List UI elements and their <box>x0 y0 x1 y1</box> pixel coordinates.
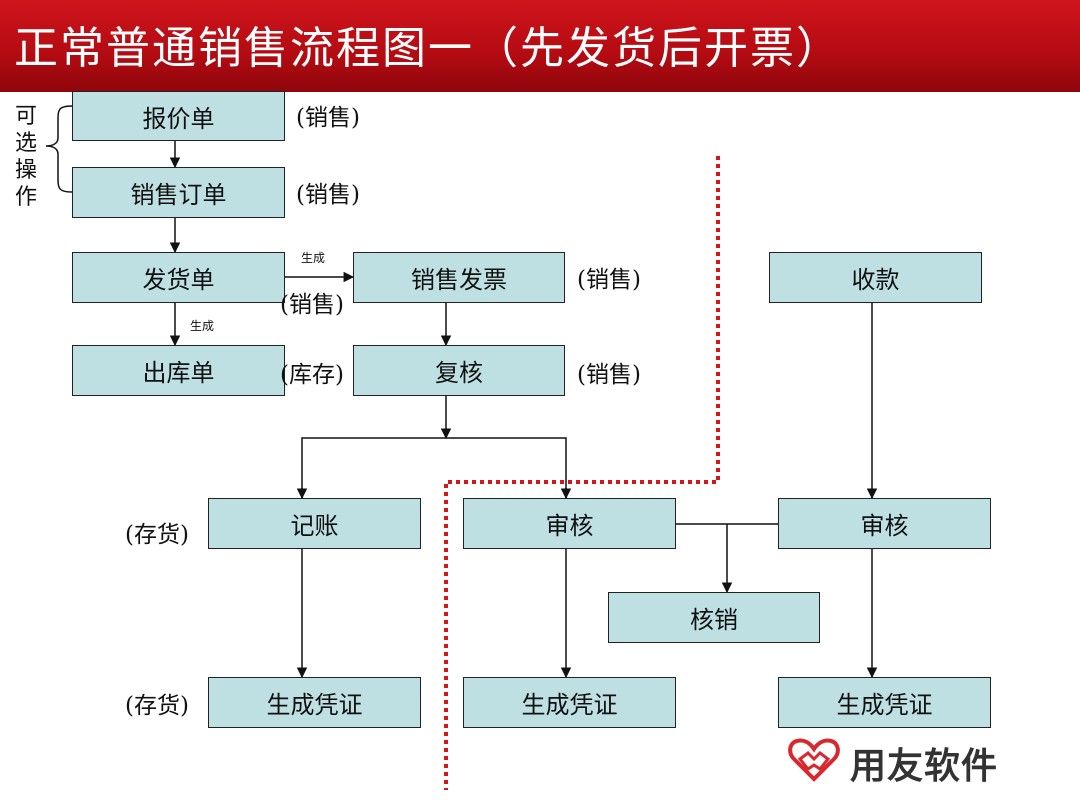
title-bar: 正常普通销售流程图一（先发货后开票） <box>0 0 1080 92</box>
generate-outbound-label: 生成 <box>190 319 215 333</box>
quote-module-note: (销售) <box>296 105 360 131</box>
voucher-left-box: 生成凭证 <box>208 677 421 728</box>
generate-invoice-label: 生成 <box>301 251 326 265</box>
voucher-mid-box: 生成凭证 <box>463 677 676 728</box>
heart-logo-icon <box>788 738 840 782</box>
delivery-module-note: (销售) <box>280 292 344 318</box>
outbound-box: 出库单 <box>72 345 285 396</box>
writeoff-box: 核销 <box>608 592 820 643</box>
page-title: 正常普通销售流程图一（先发货后开票） <box>14 23 842 74</box>
posting-box: 记账 <box>208 498 421 549</box>
voucher-right-box: 生成凭证 <box>778 677 991 728</box>
posting-module-note: (存货) <box>125 522 189 548</box>
audit-right-box: 审核 <box>778 498 991 549</box>
outbound-module-note: (库存) <box>280 362 344 388</box>
optional-operation-label: 可选操作 <box>14 104 37 210</box>
branch-line <box>301 437 567 498</box>
invoice-module-note: (销售) <box>577 267 641 293</box>
voucher-left-module-note: (存货) <box>125 693 189 719</box>
collection-box: 收款 <box>769 252 982 303</box>
recheck-module-note: (销售) <box>577 362 641 388</box>
recheck-box: 复核 <box>353 345 565 396</box>
sales-order-box: 销售订单 <box>72 167 285 218</box>
quote-box: 报价单 <box>72 91 285 141</box>
sales-order-module-note: (销售) <box>296 182 360 208</box>
yonyou-logo: 用友软件 <box>786 735 1026 787</box>
sales-invoice-box: 销售发票 <box>353 252 565 303</box>
module-divider <box>444 156 720 790</box>
logo-text: 用友软件 <box>850 746 999 787</box>
optional-brace <box>45 105 73 193</box>
audit-mid-box: 审核 <box>463 498 676 549</box>
delivery-note-box: 发货单 <box>72 252 285 303</box>
